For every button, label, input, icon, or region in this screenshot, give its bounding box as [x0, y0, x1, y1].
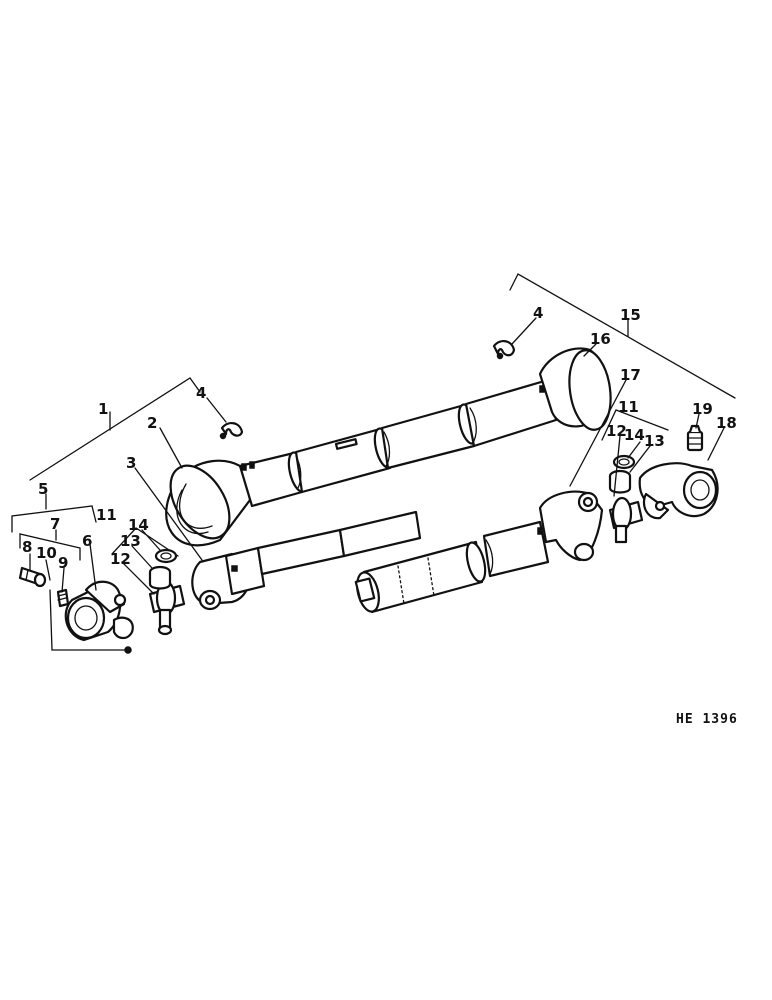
shield-cone-right — [538, 347, 612, 431]
callout-18: 18 — [716, 414, 737, 432]
callout-11-left: 11 — [96, 506, 117, 524]
bracket-assembly-11-left — [111, 527, 179, 557]
callout-4-right: 4 — [533, 304, 543, 322]
shield-tube-mid-1 — [294, 426, 395, 494]
callout-7: 7 — [50, 515, 60, 533]
shaft-tube-right-end — [482, 520, 550, 578]
yoke-right-with-shaft — [538, 490, 604, 562]
callout-8: 8 — [22, 538, 32, 556]
locking-pin-8 — [18, 566, 47, 588]
shaft-tube-right-piece — [354, 540, 487, 614]
shield-cone-left — [165, 459, 252, 547]
bracket-assembly-1 — [29, 377, 201, 481]
callout-13-left: 13 — [120, 532, 141, 550]
snap-ring-left — [219, 422, 244, 440]
callout-19: 19 — [692, 400, 713, 418]
callout-14-left: 14 — [128, 516, 149, 534]
callout-11-right: 11 — [618, 398, 639, 416]
shield-tube-right — [464, 378, 558, 448]
callout-3: 3 — [126, 454, 136, 472]
callout-13-right: 13 — [644, 432, 665, 450]
bracket-assembly-5 — [11, 493, 97, 533]
callout-6: 6 — [82, 532, 92, 550]
bearing-cup-13-right — [608, 469, 632, 494]
callout-12-left: 12 — [110, 550, 131, 568]
callout-4-left: 4 — [196, 384, 206, 402]
bracket-assembly-15 — [509, 273, 736, 399]
spring-9 — [56, 588, 70, 608]
callout-9: 9 — [58, 554, 68, 572]
callout-15: 15 — [620, 306, 641, 324]
yoke-left-with-shaft — [191, 510, 422, 611]
callout-2: 2 — [147, 414, 157, 432]
seal-14-right — [612, 454, 636, 470]
callout-12-right: 12 — [606, 422, 627, 440]
seal-14-left — [154, 548, 178, 564]
shield-tube-mid-2 — [380, 402, 479, 470]
callout-10: 10 — [36, 544, 57, 562]
bracket-assembly-11-right — [601, 409, 669, 441]
callout-5: 5 — [38, 480, 48, 498]
yoke-end-18 — [638, 462, 719, 520]
callout-17: 17 — [620, 366, 641, 384]
callout-16: 16 — [590, 330, 611, 348]
callout-1: 1 — [98, 400, 108, 418]
leader-lines — [29, 317, 725, 595]
pin-retainer-rod — [49, 589, 132, 654]
bracket-assembly-7 — [19, 529, 81, 561]
callout-14-right: 14 — [624, 426, 645, 444]
grease-fitting-19 — [686, 424, 704, 452]
bearing-cup-13-left — [148, 565, 172, 590]
snap-ring-right — [492, 340, 516, 360]
figure-code: HE 1396 — [676, 712, 738, 727]
cross-bearing-right — [608, 496, 644, 544]
cross-bearing-left — [148, 580, 186, 636]
yoke-coupler-left — [64, 580, 134, 642]
